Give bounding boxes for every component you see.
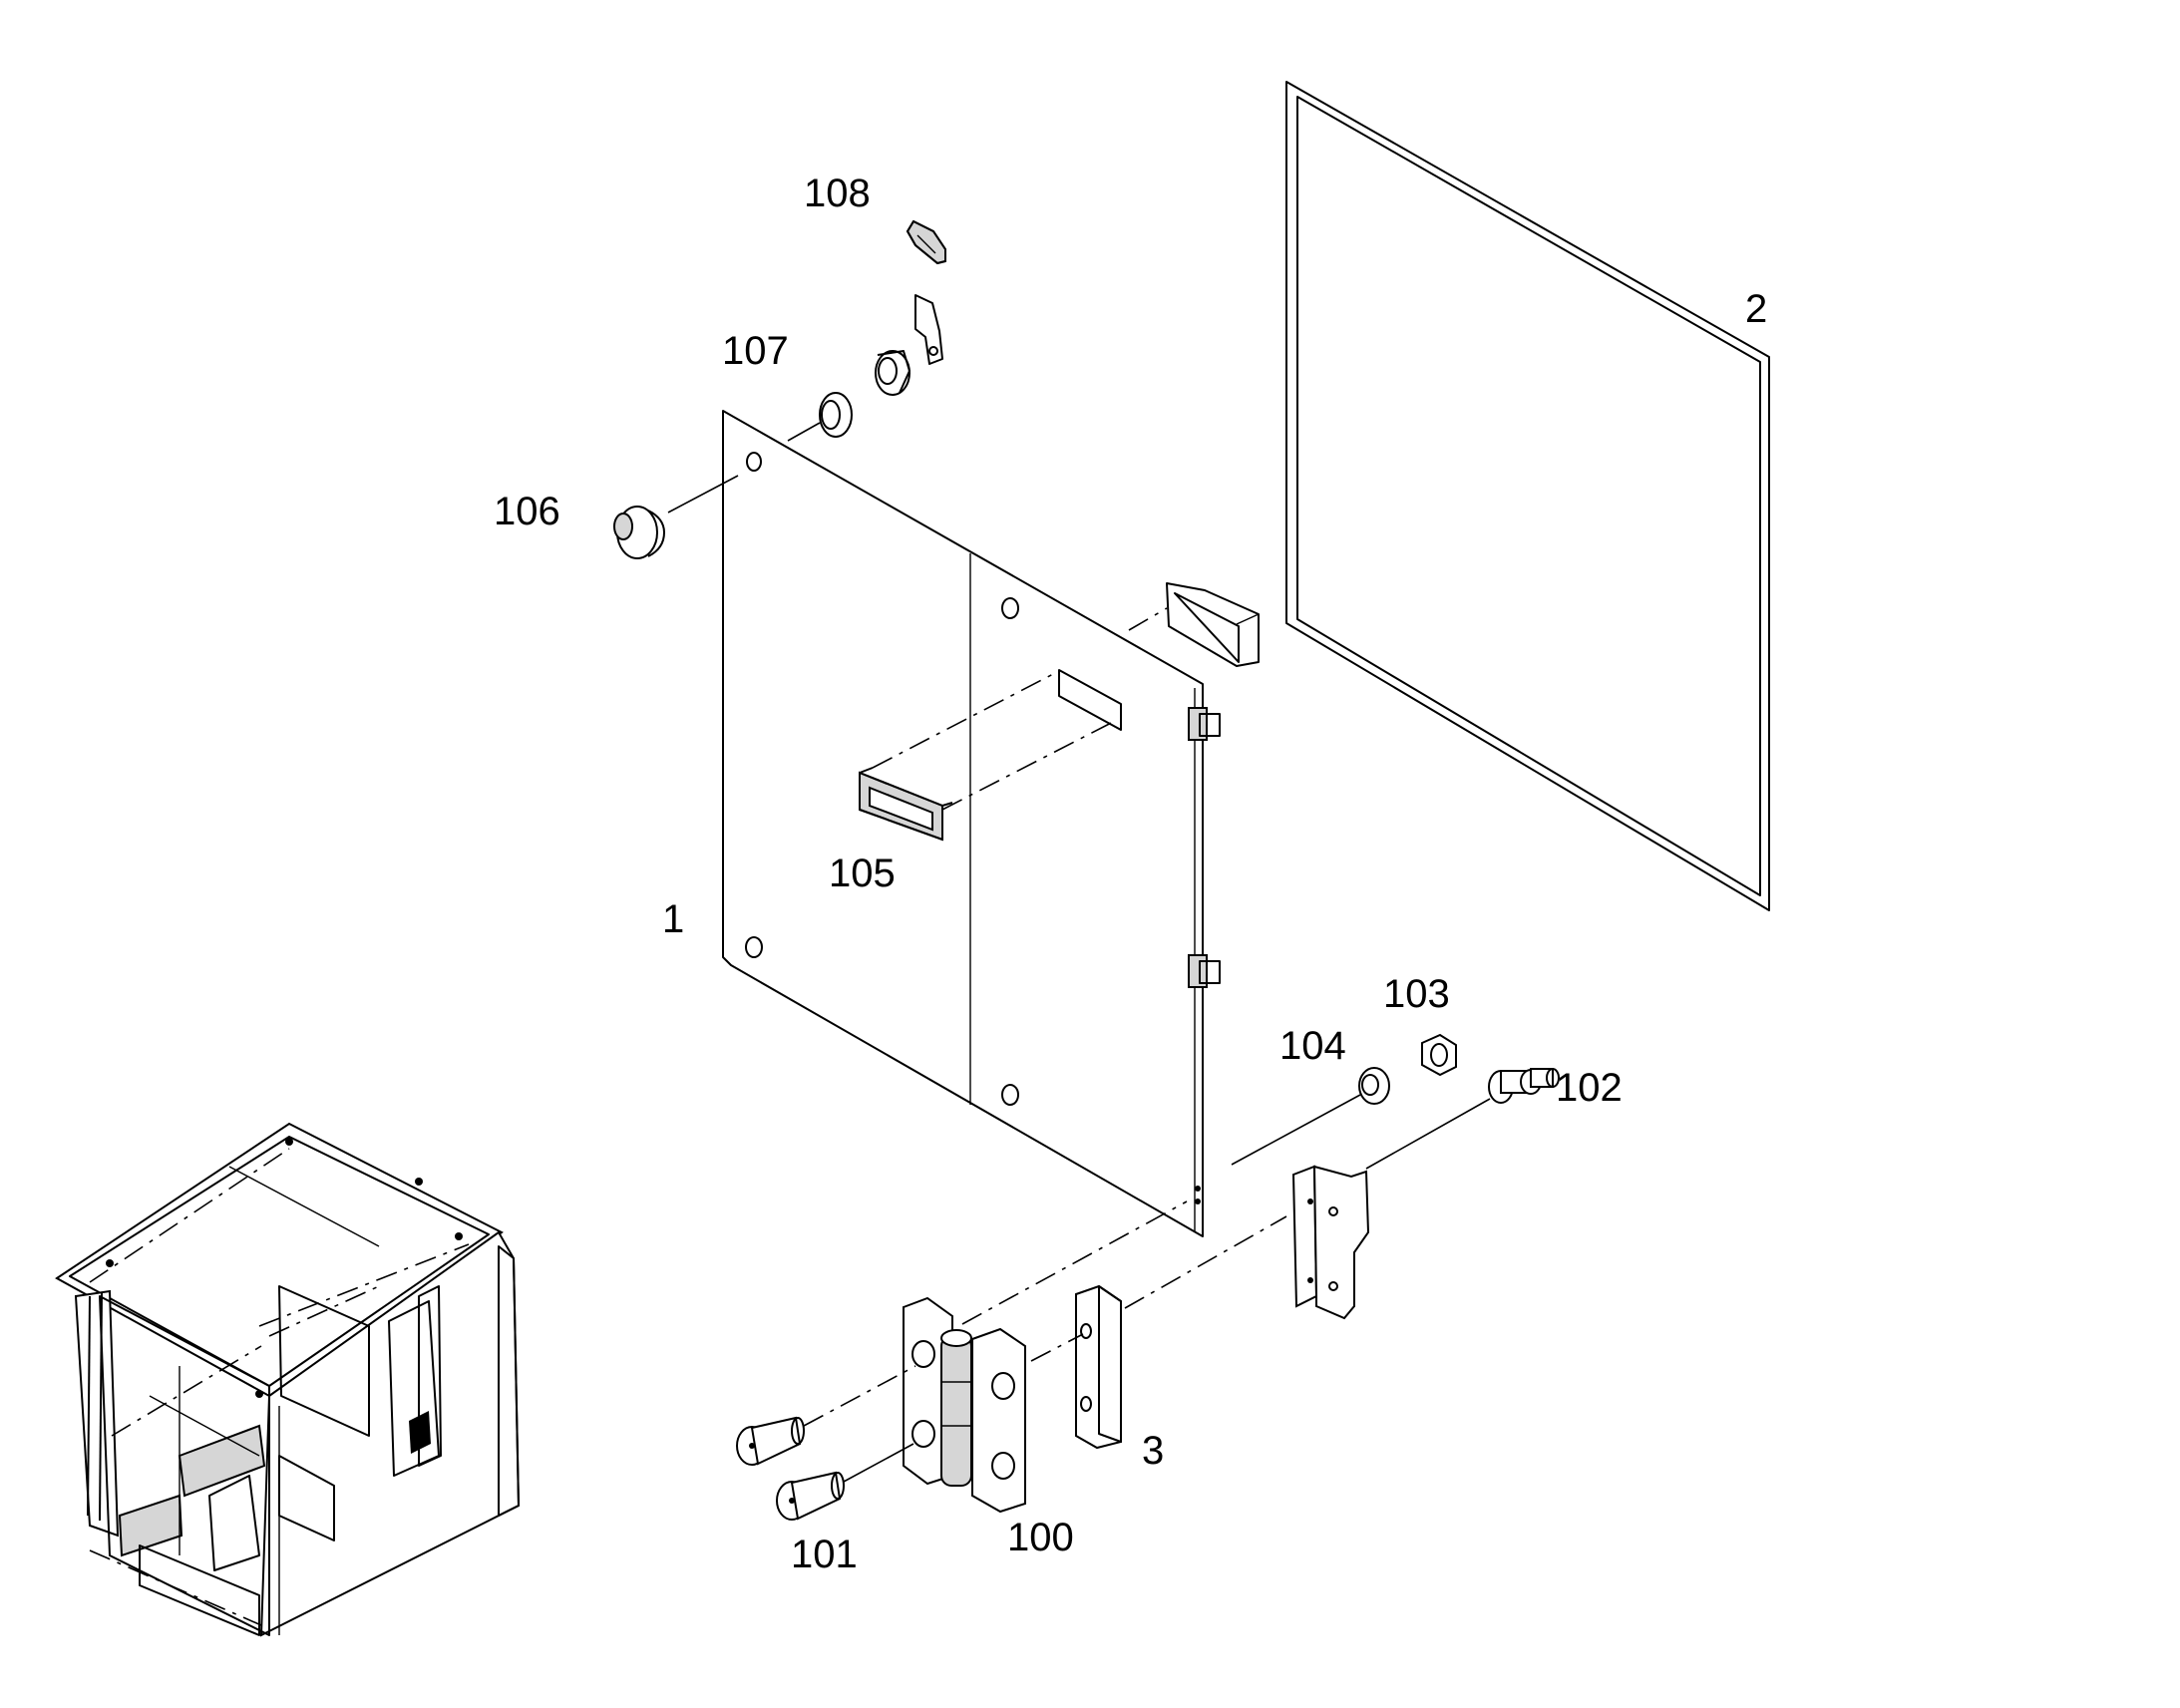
washer-part-107 xyxy=(819,392,853,438)
lock-bracket xyxy=(914,294,943,365)
washer-part-104 xyxy=(1358,1067,1390,1105)
callout-100: 100 xyxy=(1007,1516,1074,1559)
callout-108: 108 xyxy=(804,171,871,215)
handle-cover xyxy=(1166,582,1260,667)
latch-cam-part-108 xyxy=(906,219,946,265)
spacer-plate-part-3 xyxy=(1075,1284,1122,1450)
hinge-part-100 xyxy=(903,1296,1026,1514)
lock-nut xyxy=(875,350,910,396)
callout-3: 3 xyxy=(1142,1429,1164,1473)
callout-102: 102 xyxy=(1556,1066,1623,1110)
nut-part-103 xyxy=(1421,1033,1457,1077)
mounting-bracket xyxy=(1291,1165,1370,1320)
callout-101: 101 xyxy=(791,1533,858,1576)
stud-part-102 xyxy=(1488,1068,1560,1104)
recessed-handle-part-105 xyxy=(859,767,953,842)
callout-106: 106 xyxy=(494,490,560,533)
plug-part-106 xyxy=(613,506,665,559)
callout-107: 107 xyxy=(722,329,789,373)
callout-2: 2 xyxy=(1745,287,1767,331)
machine-overview-illustration xyxy=(55,1122,521,1637)
callout-105: 105 xyxy=(829,852,896,895)
cover-panel-part-1 xyxy=(722,410,1221,1237)
screws-part-101 xyxy=(736,1416,845,1521)
callout-103: 103 xyxy=(1383,972,1450,1016)
seal-frame-part-2 xyxy=(1285,81,1770,911)
callout-104: 104 xyxy=(1279,1024,1346,1068)
callout-1: 1 xyxy=(662,897,684,941)
